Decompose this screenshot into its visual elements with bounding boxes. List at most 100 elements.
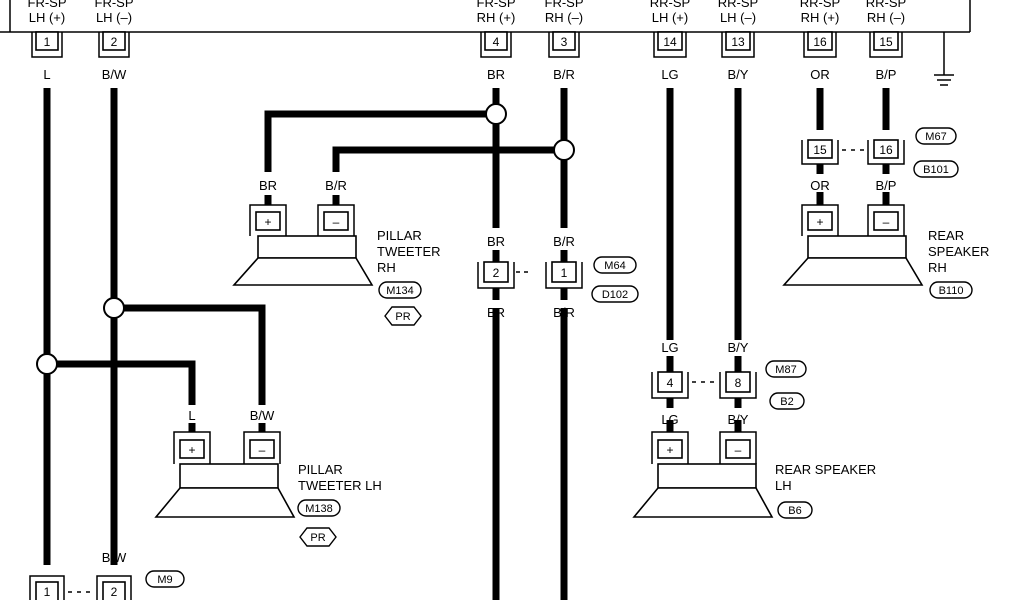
connector-id: B6 [788, 505, 801, 517]
wire-l-branch [47, 360, 196, 405]
wire-b-r-branch [332, 146, 564, 172]
unit-pin-boxes: 1 2 4 3 14 13 16 15 [31, 31, 903, 58]
connector-id: D102 [602, 289, 628, 301]
wire-label: L [43, 67, 50, 82]
wire-label: B/W [102, 67, 127, 82]
component-title: SPEAKER [928, 244, 989, 259]
svg-text:16: 16 [813, 35, 827, 49]
joint-pin: 1 [561, 266, 568, 280]
connector-id: B110 [939, 285, 964, 297]
connector-id: B2 [780, 396, 793, 408]
connector-id: M87 [775, 364, 796, 376]
joint-pin: 8 [735, 376, 742, 390]
wire-label: B/R [553, 305, 575, 320]
unit-pin-labels: FR-SP LH (+) FR-SP LH (–) FR-SP RH (+) F… [28, 0, 907, 25]
pin3-side: RH (–) [545, 10, 583, 25]
harness-tag: PR [310, 532, 325, 544]
component-title: REAR SPEAKER [775, 462, 876, 477]
wire-label: B/Y [728, 67, 749, 82]
unit-pin-2: 2 [98, 31, 130, 58]
pin14-func: RR-SP [650, 0, 690, 10]
pin16-side: RH (+) [801, 10, 840, 25]
pin13-side: LH (–) [720, 10, 756, 25]
wire-label: B/W [250, 408, 275, 423]
component-title: TWEETER LH [298, 478, 382, 493]
wire-label: BR [487, 234, 505, 249]
wire-label: OR [810, 67, 830, 82]
wire-label: B/P [876, 178, 897, 193]
splice-b-r [553, 139, 575, 161]
component-title: RH [377, 260, 396, 275]
wire-label: B/P [876, 67, 897, 82]
wire-label: B/R [325, 178, 347, 193]
component-title: LH [775, 478, 792, 493]
wire-label: L [188, 408, 195, 423]
terminal-plus: + [264, 215, 271, 229]
svg-text:3: 3 [561, 35, 568, 49]
wire-label: LG [661, 67, 678, 82]
component-title: PILLAR [377, 228, 422, 243]
terminal-plus: + [666, 443, 673, 457]
wire-label: B/Y [728, 340, 749, 355]
component-title: REAR [928, 228, 964, 243]
joint-front-rh: BR B/R 2 1 BR B/R M64 D102 [477, 234, 639, 320]
harness-tag: PR [395, 311, 410, 323]
pin16-func: RR-SP [800, 0, 840, 10]
wire-label: B/Y [728, 412, 749, 427]
terminal-plus: + [188, 443, 195, 457]
wire-label: LG [661, 340, 678, 355]
wire-label: B/W [102, 550, 127, 565]
pin4-side: RH (+) [477, 10, 516, 25]
unit-pin-15: 15 [869, 31, 903, 58]
wires [43, 88, 890, 600]
svg-text:2: 2 [111, 35, 118, 49]
terminal-minus: – [333, 215, 340, 229]
wire-label: OR [810, 178, 830, 193]
joint-pin: 1 [44, 585, 51, 599]
pillar-tweeter-rh: BR B/R + – PILLAR TWEETER RH M134 PR [232, 178, 441, 326]
rear-speaker-rh: + – REAR SPEAKER RH B110 [782, 204, 989, 299]
speaker-body [782, 257, 924, 286]
pin1-side: LH (+) [29, 10, 65, 25]
wire-br-branch [264, 110, 496, 172]
svg-text:15: 15 [879, 35, 893, 49]
connector-id: B101 [923, 164, 949, 176]
unit-pin-13: 13 [721, 31, 755, 58]
svg-text:4: 4 [493, 35, 500, 49]
terminal-minus: – [259, 443, 266, 457]
unit-wire-labels: L B/W BR B/R LG B/Y OR B/P [43, 67, 896, 82]
wire-label: B/R [553, 67, 575, 82]
pin4-func: FR-SP [477, 0, 516, 10]
pin15-side: RH (–) [867, 10, 905, 25]
unit-pin-16: 16 [803, 31, 837, 58]
pin13-func: RR-SP [718, 0, 758, 10]
pin14-side: LH (+) [652, 10, 688, 25]
connector-id: M138 [305, 503, 333, 515]
component-title: RH [928, 260, 947, 275]
pin2-func: FR-SP [95, 0, 134, 10]
wire-label: L [43, 550, 50, 565]
unit-pin-1: 1 [31, 31, 63, 58]
wire-label: LG [661, 412, 678, 427]
component-title: PILLAR [298, 462, 343, 477]
wire-label: BR [259, 178, 277, 193]
pillar-tweeter-lh: L B/W + – PILLAR TWEETER LH M138 PR [154, 408, 382, 547]
wire-label: BR [487, 305, 505, 320]
pin15-func: RR-SP [866, 0, 906, 10]
connector-id: M134 [386, 285, 414, 297]
terminal-plus: + [816, 215, 823, 229]
joint-pin: 2 [493, 266, 500, 280]
speaker-body [232, 257, 374, 286]
splice-l [36, 353, 58, 375]
speaker-body [632, 487, 774, 518]
joint-pin: 16 [879, 143, 893, 157]
splice-br [485, 103, 507, 125]
splices [36, 103, 575, 375]
wire-bw-branch [114, 304, 266, 405]
pin2-side: LH (–) [96, 10, 132, 25]
rear-speaker-lh: + – REAR SPEAKER LH B6 [632, 431, 876, 519]
ground-symbol [934, 32, 954, 86]
splice-bw [103, 297, 125, 319]
joint-rear-lh: LG B/Y 4 8 LG B/Y M87 B2 [651, 340, 807, 427]
